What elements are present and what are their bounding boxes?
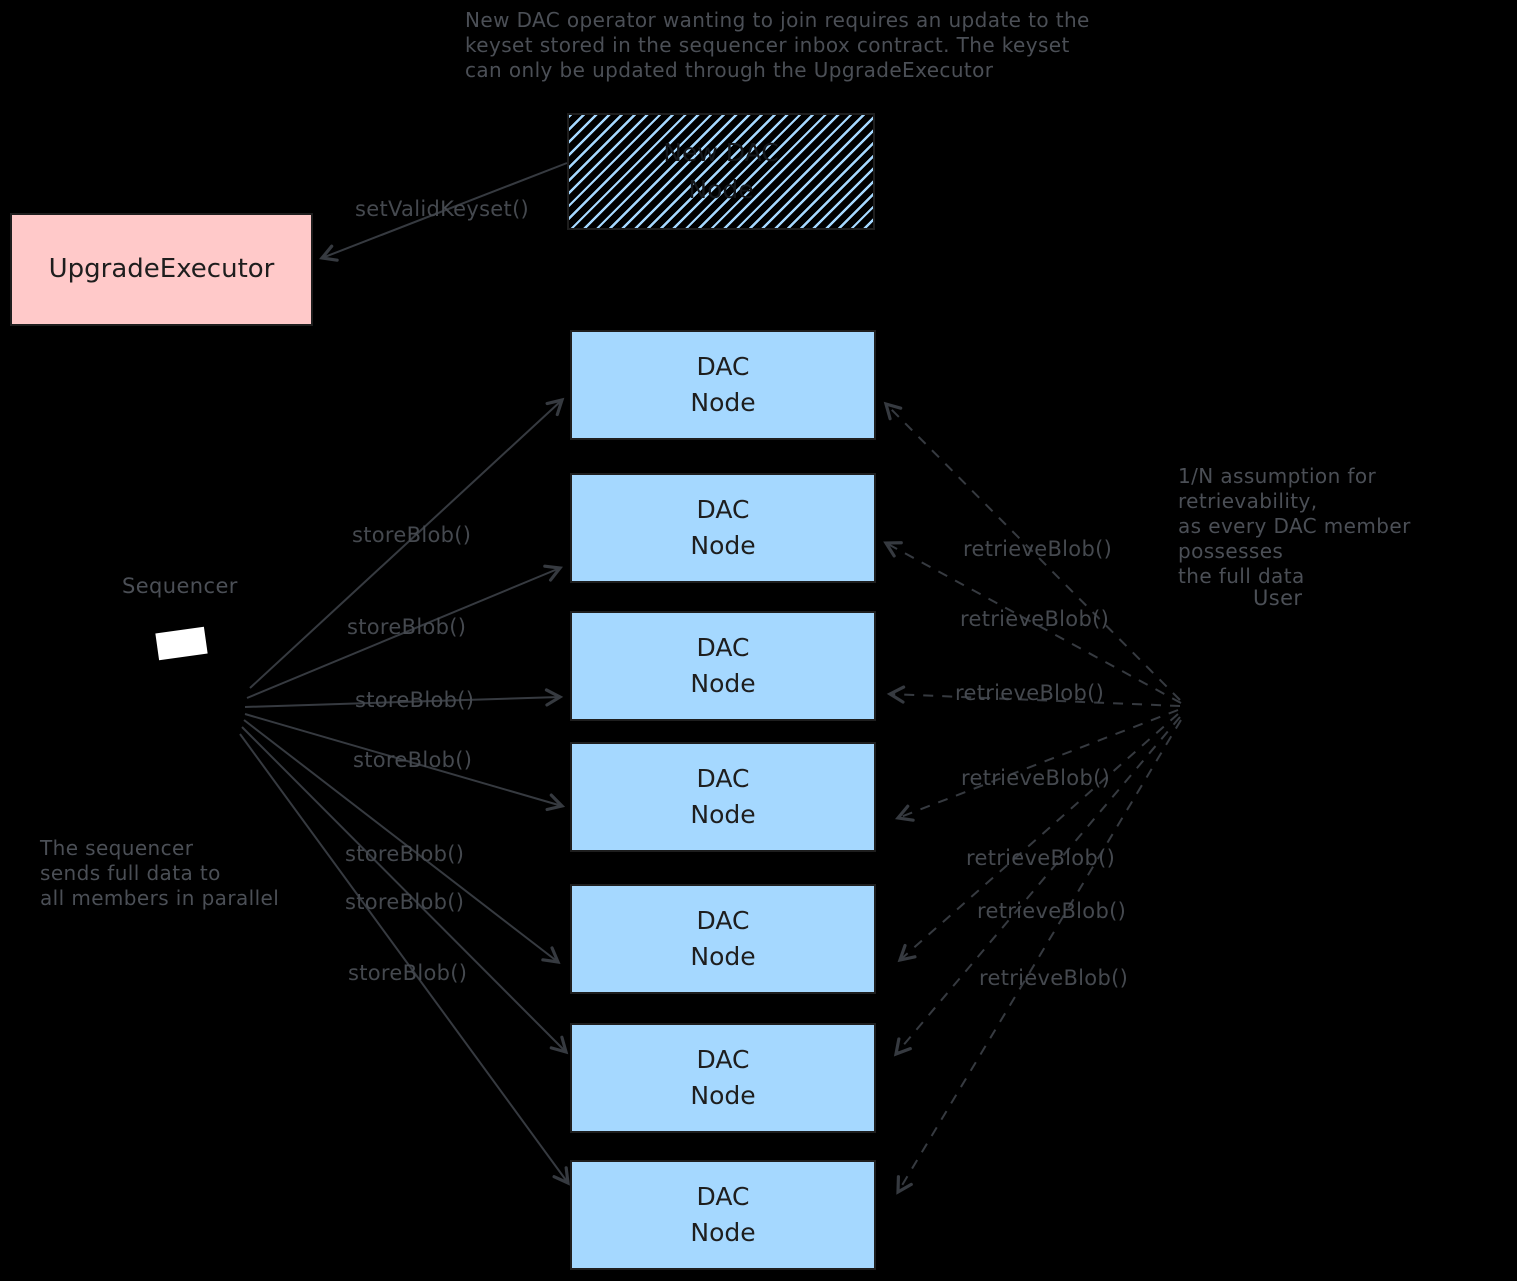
dac-node-box-4: DAC Node [570, 742, 876, 852]
retrieve-arrow-4 [894, 709, 1179, 822]
dac-node-label: DAC Node [690, 763, 756, 829]
store-blob-label-5: storeBlob() [345, 842, 465, 866]
dac-node-label: DAC Node [690, 905, 756, 971]
dac-node-label: DAC Node [690, 1181, 756, 1247]
store-arrow-7 [239, 733, 570, 1186]
retrieve-blob-label-4: retrieveBlob() [961, 766, 1111, 790]
top-annotation: New DAC operator wanting to join require… [465, 8, 1090, 82]
sequencer-label: Sequencer [122, 574, 238, 598]
dac-node-label: DAC Node [690, 632, 756, 698]
retrieve-blob-label-5: retrieveBlob() [966, 846, 1116, 870]
dac-node-box-5: DAC Node [570, 884, 876, 994]
laptop-icon [155, 626, 208, 661]
left-annotation: The sequencer sends full data to all mem… [40, 836, 280, 910]
dac-node-box-2: DAC Node [570, 473, 876, 583]
upgrade-executor-box: UpgradeExecutor [10, 213, 313, 326]
set-valid-keyset-label: setValidKeyset() [355, 197, 530, 221]
user-icon [1190, 615, 1280, 710]
retrieve-blob-label-3: retrieveBlob() [955, 681, 1105, 705]
dac-node-label: DAC Node [690, 1044, 756, 1110]
dac-node-box-6: DAC Node [570, 1023, 876, 1133]
right-annotation: 1/N assumption for retrievability, as ev… [1178, 464, 1411, 588]
retrieve-arrow-7 [896, 719, 1182, 1195]
retrieve-blob-label-6: retrieveBlob() [977, 899, 1127, 923]
dac-node-label: DAC Node [690, 351, 756, 417]
retrieve-blob-label-2: retrieveBlob() [960, 607, 1110, 631]
new-dac-node-label: New DAC Node [663, 138, 779, 204]
retrieve-blob-label-7: retrieveBlob() [979, 966, 1129, 990]
new-dac-node-box: New DAC Node [567, 113, 875, 230]
store-blob-label-1: storeBlob() [352, 523, 472, 547]
upgrade-executor-label: UpgradeExecutor [48, 253, 275, 284]
retrieve-arrow-5 [897, 713, 1179, 963]
store-blob-label-4: storeBlob() [353, 748, 473, 772]
dac-node-box-1: DAC Node [570, 330, 876, 440]
dashed-retrieve-arrows [883, 401, 1182, 1195]
store-blob-label-7: storeBlob() [348, 961, 468, 985]
store-blob-label-3: storeBlob() [355, 688, 475, 712]
dac-node-box-3: DAC Node [570, 611, 876, 721]
user-label: User [1253, 586, 1303, 610]
dac-node-label: DAC Node [690, 494, 756, 560]
store-blob-label-6: storeBlob() [345, 890, 465, 914]
retrieve-blob-label-1: retrieveBlob() [963, 537, 1113, 561]
dac-node-box-7: DAC Node [570, 1160, 876, 1270]
store-blob-label-2: storeBlob() [347, 615, 467, 639]
